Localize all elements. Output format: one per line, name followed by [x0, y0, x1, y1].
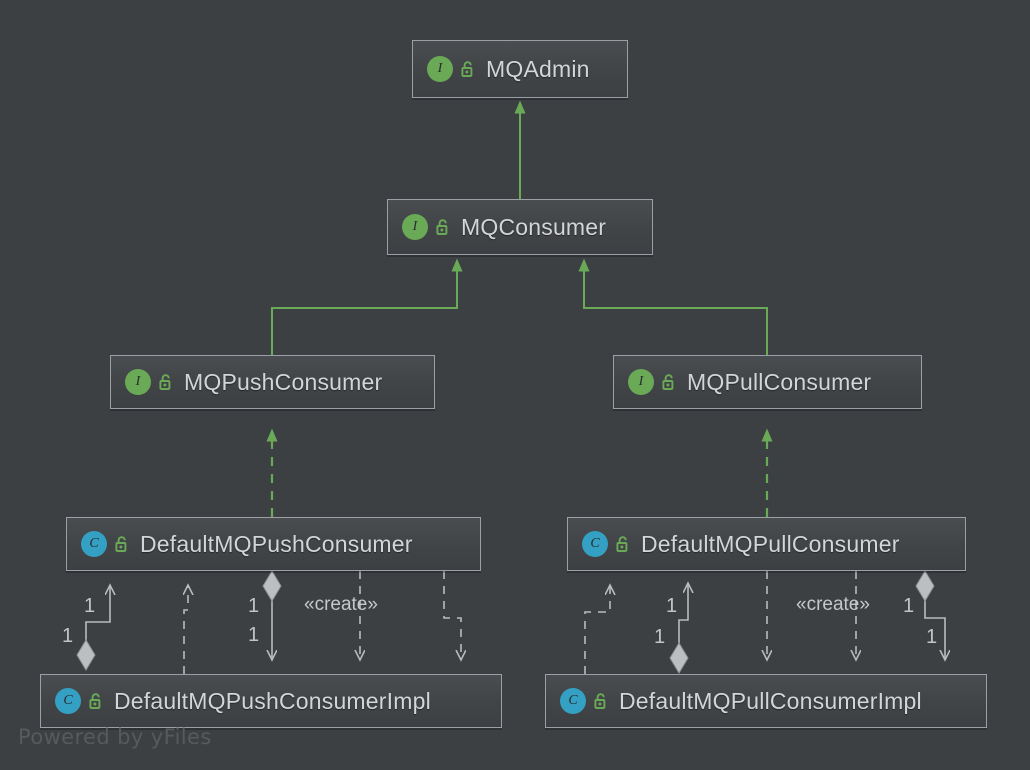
edge-label-left-mult-b: 1 [62, 625, 74, 647]
unlocked-padlock-icon [159, 374, 171, 390]
node-label: DefaultMQPullConsumerImpl [619, 687, 922, 714]
unlocked-padlock-icon [616, 536, 628, 552]
yfiles-watermark: Powered by yFiles [18, 725, 212, 749]
edge-left-dependency-up [184, 585, 188, 674]
node-defaultmqpullconsumer[interactable]: C DefaultMQPullConsumer [567, 517, 966, 571]
edge-mqpushconsumer-to-mqconsumer [271, 258, 463, 355]
node-mqadmin[interactable]: I MQAdmin [412, 40, 628, 98]
edge-right-dependency-up [584, 585, 610, 674]
edge-label-left-mult-a: 1 [84, 595, 96, 617]
node-label: MQPullConsumer [687, 368, 872, 395]
edge-label-right-create: «create» [796, 594, 870, 615]
unlocked-padlock-icon [461, 61, 473, 77]
node-mqpushconsumer[interactable]: I MQPushConsumer [110, 355, 435, 409]
node-label: DefaultMQPushConsumerImpl [114, 687, 431, 714]
node-label: MQPushConsumer [184, 368, 383, 395]
node-mqconsumer[interactable]: I MQConsumer [387, 199, 653, 255]
node-defaultmqpushconsumerimpl[interactable]: C DefaultMQPushConsumerImpl [40, 674, 502, 728]
interface-icon: I [427, 56, 453, 82]
class-icon: C [55, 688, 81, 714]
edge-label-right-mult-c: 1 [903, 595, 915, 617]
node-label: MQAdmin [486, 55, 590, 82]
edge-label-right-mult-d: 1 [926, 626, 938, 648]
class-icon: C [81, 531, 107, 557]
edge-label-right-mult-a: 1 [666, 595, 678, 617]
node-label: DefaultMQPushConsumer [140, 530, 413, 557]
node-label: DefaultMQPullConsumer [641, 530, 900, 557]
node-defaultmqpullconsumerimpl[interactable]: C DefaultMQPullConsumerImpl [545, 674, 987, 728]
unlocked-padlock-icon [89, 693, 101, 709]
unlocked-padlock-icon [436, 219, 448, 235]
class-icon: C [560, 688, 586, 714]
unlocked-padlock-icon [115, 536, 127, 552]
edge-left-aggregation-down [262, 570, 282, 660]
edge-label-right-mult-b: 1 [654, 626, 666, 648]
edge-left-dependency-down [443, 571, 461, 660]
interface-icon: I [402, 214, 428, 240]
edge-label-left-mult-d: 1 [248, 624, 260, 646]
interface-icon: I [125, 369, 151, 395]
unlocked-padlock-icon [662, 374, 674, 390]
unlocked-padlock-icon [594, 693, 606, 709]
node-defaultmqpushconsumer[interactable]: C DefaultMQPushConsumer [66, 517, 481, 571]
node-mqpullconsumer[interactable]: I MQPullConsumer [613, 355, 922, 409]
node-label: MQConsumer [461, 213, 607, 240]
interface-icon: I [628, 369, 654, 395]
edge-mqpullconsumer-to-mqconsumer [578, 258, 768, 355]
edge-label-left-mult-c: 1 [248, 595, 260, 617]
edge-label-left-create: «create» [304, 594, 378, 615]
class-icon: C [582, 531, 608, 557]
